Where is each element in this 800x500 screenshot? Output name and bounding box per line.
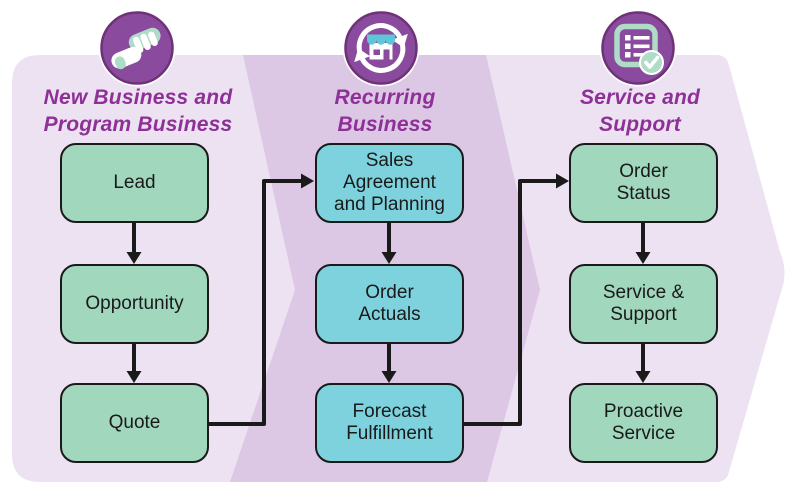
sync-arrows — [354, 23, 408, 73]
connector-forecast-to-orderstatus — [463, 179, 557, 426]
flow-box-forecast-fulfillment: Forecast Fulfillment — [315, 383, 464, 463]
flow-box-label: Service & Support — [602, 281, 685, 325]
connector-quote-to-sales — [208, 179, 302, 426]
flow-box-label: Order Actuals — [358, 281, 421, 325]
store-sync-icon — [342, 9, 420, 87]
connector-arrowheads — [126, 173, 651, 383]
flow-box-label: Forecast Fulfillment — [346, 400, 433, 444]
flow-box-quote: Quote — [60, 383, 209, 463]
flow-box-order-actuals: Order Actuals — [315, 264, 464, 344]
stage-heading-service-support: Service and Support — [579, 86, 701, 136]
store-glyph — [367, 34, 395, 60]
flow-box-label: Opportunity — [85, 292, 184, 314]
flow-box-opportunity: Opportunity — [60, 264, 209, 344]
flow-box-lead: Lead — [60, 143, 209, 223]
flow-box-label: Quote — [108, 411, 161, 433]
flow-box-proactive-service: Proactive Service — [569, 383, 718, 463]
checklist-check-icon — [599, 9, 677, 87]
flow-box-sales-agreement-planning: Sales Agreement and Planning — [315, 143, 464, 223]
connector-lines — [132, 179, 645, 426]
flow-box-label: Sales Agreement and Planning — [334, 149, 445, 216]
flow-box-label: Proactive Service — [603, 400, 684, 444]
flow-box-label: Order Status — [616, 160, 671, 204]
stage-heading-new-business: New Business and Program Business — [43, 86, 233, 136]
flow-box-order-status: Order Status — [569, 143, 718, 223]
flow-box-label: Lead — [113, 171, 156, 193]
flow-box-service-support: Service & Support — [569, 264, 718, 344]
stage-heading-recurring-business: Recurring Business — [334, 86, 436, 136]
handshake-icon — [98, 9, 176, 87]
